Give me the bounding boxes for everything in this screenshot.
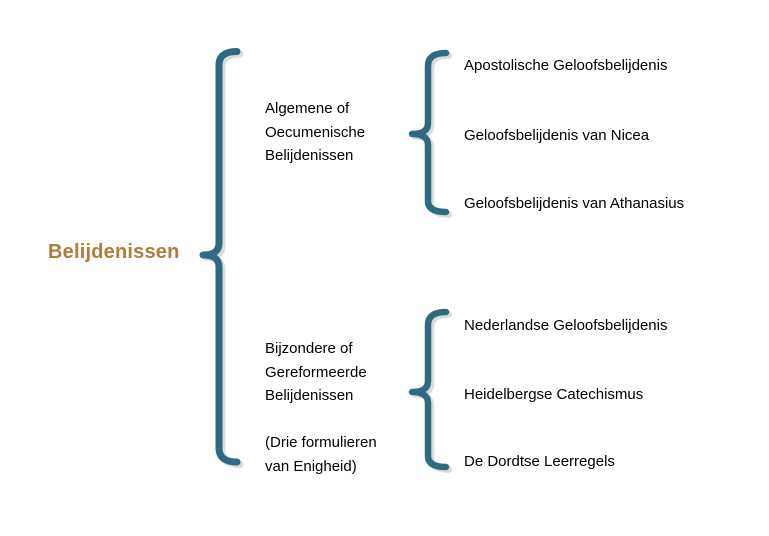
- category-label-line: Belijdenissen: [265, 147, 354, 164]
- category-label-line: Algemene of: [265, 100, 350, 117]
- category-note: (Drie formulieren van Enigheid): [265, 431, 440, 478]
- leaf-item: Heidelbergse Catechismus: [464, 386, 644, 403]
- leaf-item: Apostolische Geloofsbelijdenis: [464, 57, 668, 74]
- group-brace-top: [408, 49, 453, 218]
- root-brace: [199, 48, 244, 468]
- leaf-item: Geloofsbelijdenis van Athanasius: [464, 195, 685, 212]
- leaf-item: Geloofsbelijdenis van Nicea: [464, 127, 650, 144]
- category-note-line: (Drie formulieren: [265, 434, 377, 451]
- leaf-item: Nederlandse Geloofsbelijdenis: [464, 317, 668, 334]
- category-label-line: Oecumenische: [265, 123, 366, 141]
- group-brace-bottom-path: [408, 308, 450, 471]
- category-label-line: Gereformeerde: [265, 363, 367, 381]
- category-note-line: van Enigheid): [265, 457, 357, 475]
- root-brace-path: [199, 48, 241, 466]
- leaf-item: De Dordtse Leerregels: [464, 453, 615, 470]
- category-label-line: Belijdenissen: [265, 387, 354, 404]
- category-label-line: Bijzondere of: [265, 340, 353, 357]
- group-brace-top-path: [408, 49, 450, 216]
- root-title: Belijdenissen: [48, 241, 180, 263]
- group-brace-bottom: [408, 308, 453, 473]
- category-label-reformed: Bijzondere of Gereformeerde Belijdenisse…: [265, 337, 440, 478]
- category-label-general: Algemene of Oecumenische Belijdenissen: [265, 97, 440, 168]
